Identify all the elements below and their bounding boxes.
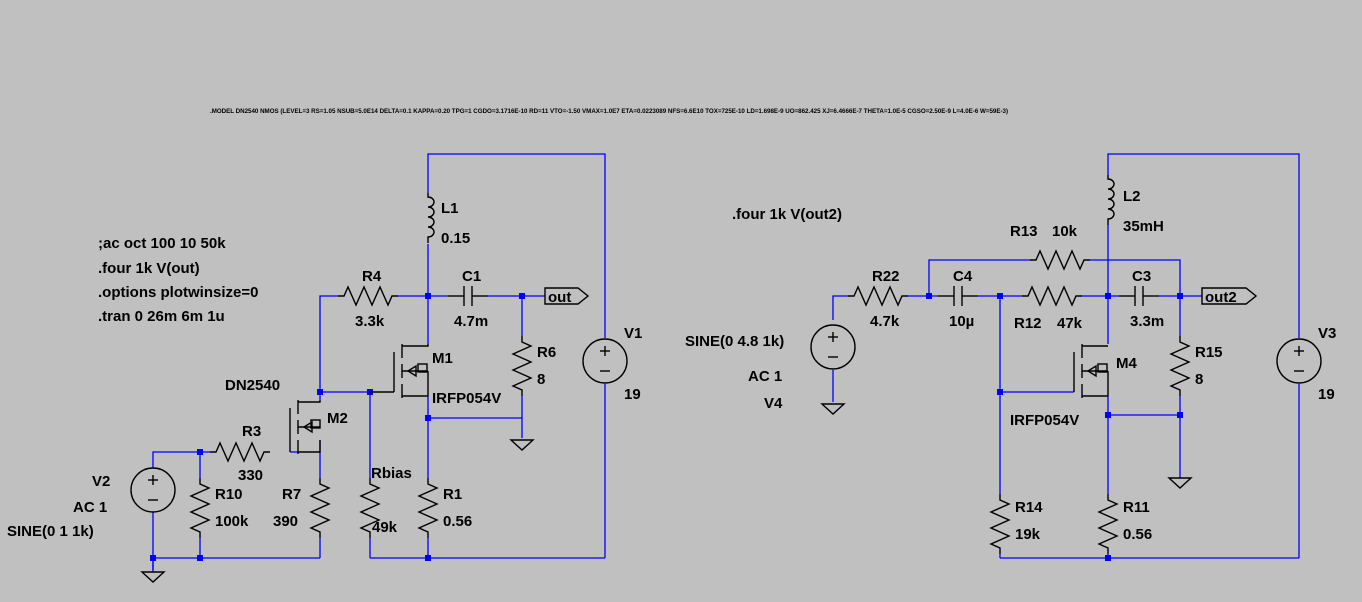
r4-name: R4 <box>362 268 382 285</box>
r10-value: 100k <box>215 513 249 530</box>
inductor-l2[interactable] <box>1107 174 1115 226</box>
capacitor-c1[interactable] <box>447 285 489 307</box>
ground-right-2 <box>1168 477 1192 489</box>
resistor-r4[interactable] <box>337 286 399 306</box>
c1-name: C1 <box>462 268 481 285</box>
m4-name: M4 <box>1116 355 1137 372</box>
r11-value: 0.56 <box>1123 526 1152 543</box>
r10-name: R10 <box>215 486 243 503</box>
v4-name: V4 <box>764 395 783 412</box>
r3-value: 330 <box>238 467 263 484</box>
directive-options: .options plotwinsize=0 <box>98 284 258 301</box>
capacitor-c3[interactable] <box>1118 285 1160 307</box>
r12-name: R12 <box>1014 315 1042 332</box>
v4-sine: SINE(0 4.8 1k) <box>685 333 784 350</box>
c3-value: 3.3m <box>1130 313 1164 330</box>
model-directive: .MODEL DN2540 NMOS (LEVEL=3 RS=1.05 NSUB… <box>210 108 1008 115</box>
right-wires <box>832 153 1300 559</box>
ground-left-1 <box>141 558 165 583</box>
capacitor-c4[interactable] <box>937 285 979 307</box>
v1-name: V1 <box>624 325 642 342</box>
resistor-r11[interactable] <box>1098 493 1118 555</box>
v3-name: V3 <box>1318 325 1336 342</box>
c1-value: 4.7m <box>454 313 488 330</box>
m1-name: M1 <box>432 350 453 367</box>
l2-value: 35mH <box>1123 218 1164 235</box>
resistor-r3[interactable] <box>209 442 271 462</box>
m1-model: IRFP054V <box>432 390 501 407</box>
resistor-r6[interactable] <box>512 335 532 397</box>
r15-name: R15 <box>1195 344 1223 361</box>
r22-name: R22 <box>872 268 900 285</box>
v2-ac: AC 1 <box>73 499 107 516</box>
r12-value: 47k <box>1057 315 1083 332</box>
r22-value: 4.7k <box>870 313 900 330</box>
mosfet-m1[interactable] <box>370 344 429 398</box>
out-label: out <box>548 289 571 306</box>
c4-value: 10µ <box>949 313 974 330</box>
out2-label: out2 <box>1205 289 1237 306</box>
rbias-name: Rbias <box>371 465 412 482</box>
r4-value: 3.3k <box>355 313 385 330</box>
m2-name: M2 <box>327 410 348 427</box>
c4-name: C4 <box>953 268 973 285</box>
v2-sine: SINE(0 1 1k) <box>7 523 94 540</box>
l2-name: L2 <box>1123 188 1141 205</box>
r13-value: 10k <box>1052 223 1078 240</box>
v4-ac: AC 1 <box>748 368 782 385</box>
r14-name: R14 <box>1015 499 1043 516</box>
r7-name: R7 <box>282 486 301 503</box>
rbias-value: 49k <box>372 519 398 536</box>
r6-value: 8 <box>537 371 545 388</box>
l1-name: L1 <box>441 200 459 217</box>
l1-value: 0.15 <box>441 230 470 247</box>
resistor-r22[interactable] <box>847 286 909 306</box>
r1-value: 0.56 <box>443 513 472 530</box>
resistor-r14[interactable] <box>990 493 1010 555</box>
right-junctions <box>926 293 1183 561</box>
ground-left-2 <box>510 439 534 451</box>
r14-value: 19k <box>1015 526 1041 543</box>
v3-value: 19 <box>1318 386 1335 403</box>
c3-name: C3 <box>1132 268 1151 285</box>
resistor-r7[interactable] <box>310 477 330 539</box>
v1-value: 19 <box>624 386 641 403</box>
r15-value: 8 <box>1195 371 1203 388</box>
m4-model: IRFP054V <box>1010 412 1079 429</box>
directive-tran: .tran 0 26m 6m 1u <box>98 308 225 325</box>
resistor-r10[interactable] <box>190 477 210 539</box>
r11-name: R11 <box>1123 499 1150 516</box>
out2-port[interactable] <box>1201 287 1258 305</box>
r1-name: R1 <box>443 486 462 503</box>
directive-ac: ;ac oct 100 10 50k <box>98 235 226 252</box>
r3-name: R3 <box>242 423 261 440</box>
inductor-l1[interactable] <box>427 192 435 244</box>
resistor-r15[interactable] <box>1170 335 1190 397</box>
r7-value: 390 <box>273 513 298 530</box>
ground-right-1 <box>821 403 845 415</box>
out-port[interactable] <box>544 287 590 305</box>
directive-four-out2: .four 1k V(out2) <box>732 206 842 223</box>
directive-four: .four 1k V(out) <box>98 260 200 277</box>
resistor-r12[interactable] <box>1021 286 1083 306</box>
voltage-source-v3[interactable] <box>1276 338 1322 384</box>
r6-name: R6 <box>537 344 556 361</box>
voltage-source-v4[interactable] <box>810 324 856 370</box>
v2-name: V2 <box>92 473 110 490</box>
r13-name: R13 <box>1010 223 1038 240</box>
mosfet-m4[interactable] <box>1073 344 1109 398</box>
mosfet-m2[interactable] <box>289 400 321 454</box>
m2-model: DN2540 <box>225 377 280 394</box>
voltage-source-v1[interactable] <box>582 338 628 384</box>
resistor-r13[interactable] <box>1029 250 1091 270</box>
left-wires <box>152 153 606 570</box>
resistor-r1[interactable] <box>418 477 438 539</box>
voltage-source-v2[interactable] <box>130 467 176 513</box>
